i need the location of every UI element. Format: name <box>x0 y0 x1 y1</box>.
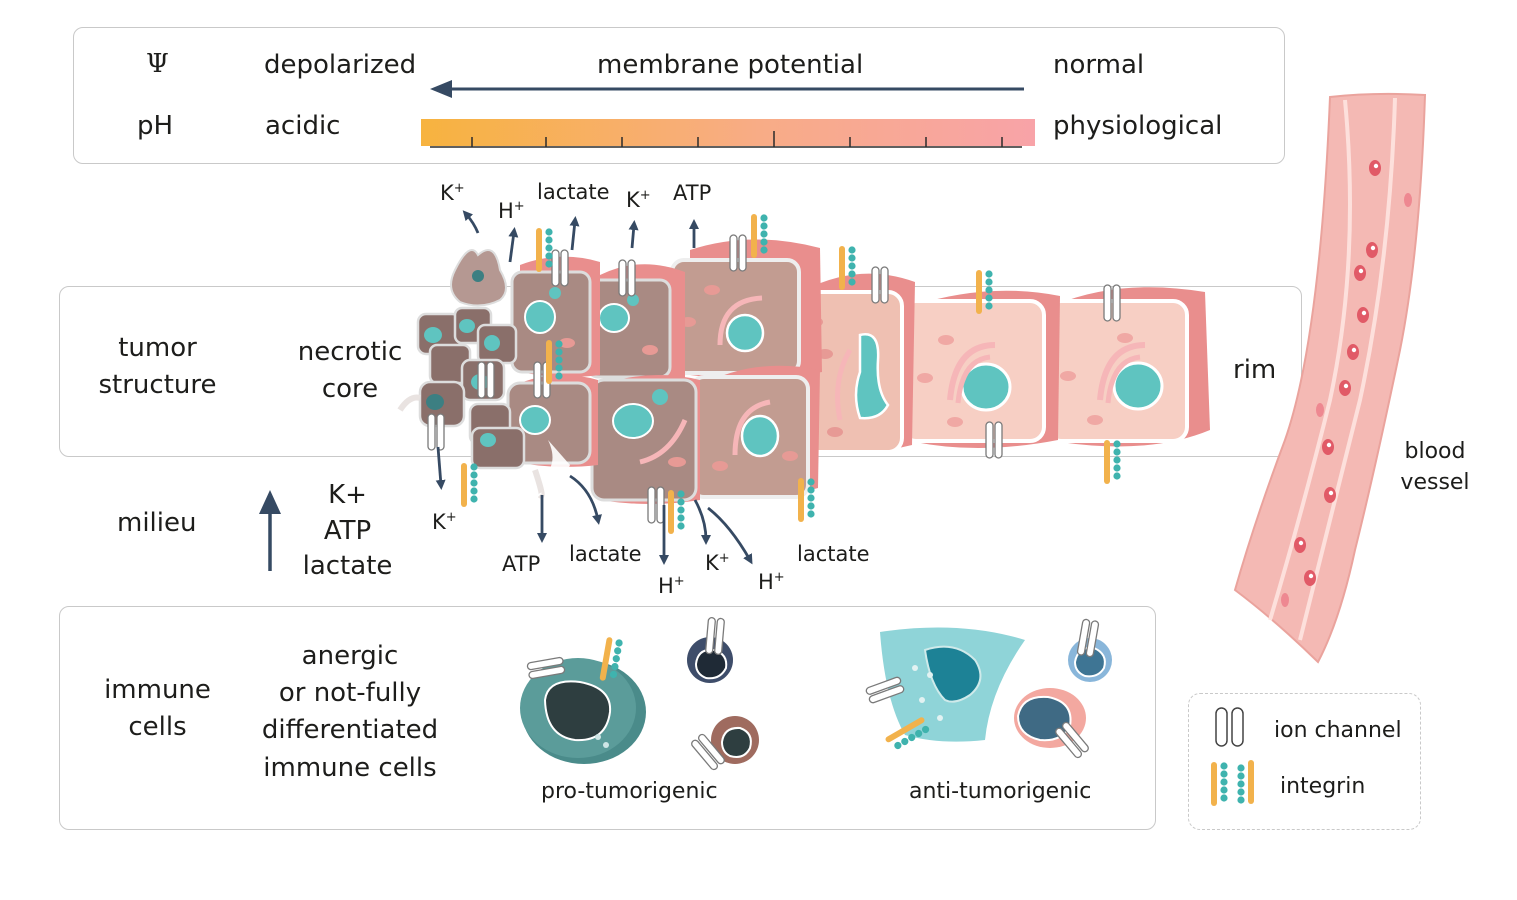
ion-label: H+ <box>658 574 685 598</box>
legend-ion-channel-label: ion channel <box>1274 718 1402 743</box>
ion-label: K+ <box>432 510 457 534</box>
immune-description: anergic or not-fully differentiated immu… <box>261 641 439 783</box>
rim-label: rim <box>1233 355 1277 385</box>
milieu-arrowhead <box>259 490 281 514</box>
depolarized-label: depolarized <box>264 50 417 80</box>
membrane-potential-title: membrane potential <box>597 50 864 80</box>
anti-tumorigenic-label: anti-tumorigenic <box>909 779 1092 804</box>
normal-label: normal <box>1053 50 1145 80</box>
ion-label: K+ <box>440 181 465 205</box>
legend-integrin-label: integrin <box>1280 774 1366 799</box>
release-arrows <box>435 210 753 565</box>
membrane-potential-arrowhead <box>430 80 452 98</box>
legend-integrin-icon <box>1211 760 1254 806</box>
immune-cells-label: immune cells <box>104 675 211 742</box>
ion-label: ATP <box>673 181 712 205</box>
ion-label: lactate <box>569 542 642 566</box>
ion-label: H+ <box>498 199 525 223</box>
acidic-label: acidic <box>265 111 341 141</box>
ph-gradient-bar <box>421 119 1035 146</box>
ion-label: H+ <box>758 570 785 594</box>
pro-tumorigenic-cells <box>520 616 759 772</box>
milieu-components: K+ ATP lactate <box>302 480 393 582</box>
ph-label: pH <box>137 111 174 141</box>
anti-tumorigenic-cells <box>864 618 1112 760</box>
tumor-structure-label: tumor structure <box>98 333 217 400</box>
ion-label: lactate <box>537 180 610 204</box>
legend-ion-channel-icon <box>1215 707 1244 747</box>
physiological-label: physiological <box>1053 111 1223 141</box>
pro-tumorigenic-label: pro-tumorigenic <box>541 779 718 804</box>
necrotic-core-label: necrotic core <box>297 337 403 404</box>
ion-label: lactate <box>797 542 870 566</box>
core-cells <box>397 249 700 504</box>
intermediate-cells <box>670 239 822 499</box>
blood-vessel-label: blood vessel <box>1400 439 1470 495</box>
ion-label: K+ <box>626 188 651 212</box>
blood-vessel <box>1233 92 1427 664</box>
ion-label: ATP <box>502 552 541 576</box>
ph-scale-ticks <box>430 131 1022 148</box>
ion-label: K+ <box>705 551 730 575</box>
milieu-label: milieu <box>117 508 197 538</box>
psi-symbol: Ψ <box>146 49 169 79</box>
